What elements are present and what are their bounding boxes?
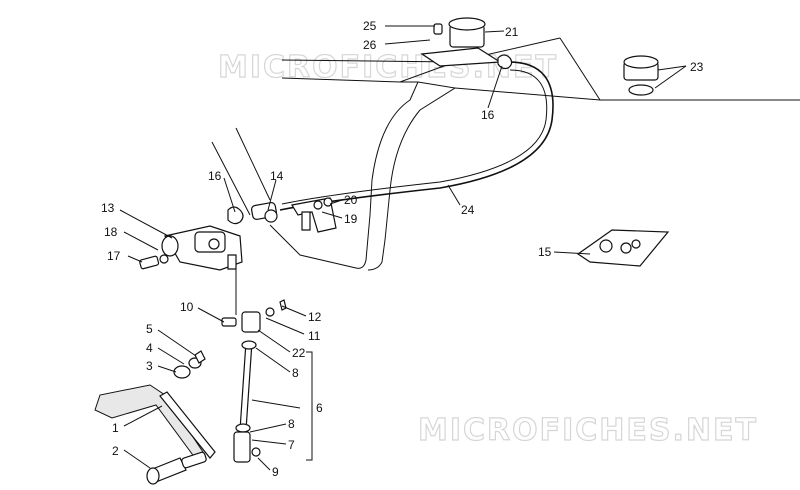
callout-8-upper: 8 — [292, 366, 299, 380]
callout-6: 6 — [316, 401, 323, 415]
callout-25: 25 — [363, 19, 377, 33]
callout-labels: 25 26 21 16 23 16 14 24 20 19 13 18 17 1… — [101, 19, 704, 479]
callout-12: 12 — [308, 310, 322, 324]
callout-5: 5 — [146, 322, 153, 336]
callout-4: 4 — [146, 341, 153, 355]
callout-15: 15 — [538, 245, 552, 259]
callout-17: 17 — [107, 249, 121, 263]
gear-pedal — [94, 350, 216, 463]
callout-26: 26 — [363, 38, 377, 52]
callout-7: 7 — [288, 438, 295, 452]
watermark-bottom: MICROFICHES.NET — [418, 413, 758, 448]
callout-18: 18 — [104, 225, 118, 239]
reservoir-cap — [623, 55, 659, 96]
callout-22: 22 — [292, 346, 306, 360]
callout-21: 21 — [505, 25, 519, 39]
repair-kit — [576, 229, 670, 267]
frame-outline — [211, 37, 800, 271]
callout-9: 9 — [272, 465, 279, 479]
banjo-fitting — [139, 254, 169, 270]
callout-11: 11 — [308, 329, 321, 343]
callout-13: 13 — [101, 201, 115, 215]
reservoir — [420, 17, 513, 70]
callout-20: 20 — [344, 193, 358, 207]
watermark-top: MICROFICHES.NET — [218, 50, 558, 85]
cable-clip-left — [227, 206, 244, 225]
callout-23: 23 — [690, 60, 704, 74]
callout-24: 24 — [461, 203, 475, 217]
callout-8-lower: 8 — [288, 417, 295, 431]
callout-3: 3 — [146, 359, 153, 373]
callout-16-top: 16 — [481, 108, 495, 122]
mounting-bracket — [291, 197, 337, 233]
master-cylinder — [161, 225, 243, 271]
pedal-rubber — [146, 451, 207, 485]
callout-2: 2 — [112, 444, 119, 458]
callout-14: 14 — [270, 169, 284, 183]
callout-10: 10 — [180, 300, 194, 314]
linkage-rod — [233, 340, 261, 463]
callout-16-left: 16 — [208, 169, 222, 183]
callout-1: 1 — [112, 421, 119, 435]
clevis-assembly — [221, 262, 287, 333]
leader-lines — [119, 25, 687, 471]
cable-adjuster — [251, 202, 278, 223]
callout-19: 19 — [344, 212, 358, 226]
